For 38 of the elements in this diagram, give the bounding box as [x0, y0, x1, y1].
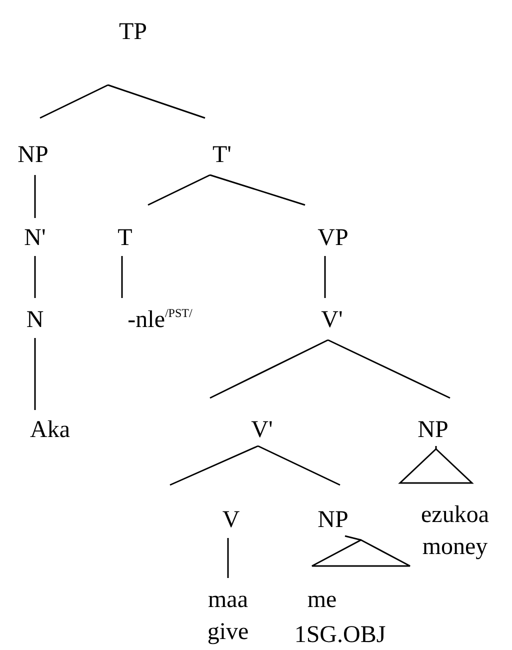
category-label: Aka [24, 410, 76, 445]
branch-line [258, 445, 340, 486]
category-label: N' [17, 218, 53, 256]
gloss-text: money [422, 533, 488, 562]
category-label: T' [203, 118, 241, 175]
category-label: TP [106, 17, 160, 85]
branch-line [34, 338, 36, 410]
category-label: NP [311, 485, 355, 536]
word-text: me [307, 586, 337, 615]
branch-line [34, 256, 36, 298]
category-label: T [100, 205, 150, 256]
category-label: V' [314, 298, 350, 340]
triangle [398, 448, 474, 484]
category-label: V' [208, 398, 316, 446]
gloss-text: 1SG.OBJ [294, 621, 386, 650]
branch-line [344, 535, 362, 541]
branch-line [170, 445, 258, 486]
category-label: VP [303, 205, 363, 256]
branch-line [210, 339, 328, 399]
category-label: NP [411, 398, 455, 446]
category-label: V [168, 485, 294, 538]
branch-line [121, 256, 123, 298]
branch-line [210, 174, 306, 206]
branch-line [435, 446, 437, 449]
word-text: ezukoa [421, 501, 489, 530]
category-label: NP [11, 118, 55, 175]
branch-line [108, 84, 206, 119]
triangle [311, 539, 411, 567]
branch-line [324, 256, 326, 298]
category-label: N [21, 298, 49, 338]
branch-line [40, 84, 108, 119]
branch-line [34, 175, 36, 218]
gloss-text: give [206, 618, 250, 647]
branch-line [328, 339, 450, 399]
word-text: maa [207, 586, 249, 615]
category-label: -nle$^{/PST/}$ [116, 298, 204, 335]
branch-line [227, 538, 229, 578]
branch-line [148, 174, 210, 206]
